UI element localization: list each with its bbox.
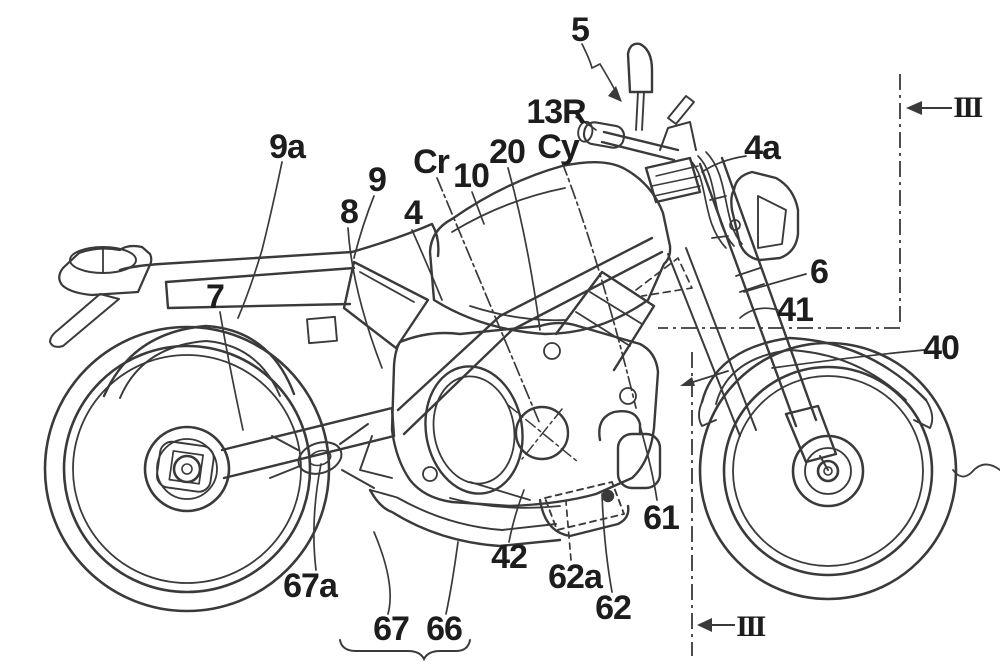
exhaust xyxy=(538,410,662,538)
label-7: 7 xyxy=(206,278,225,316)
label-III-bottom: III xyxy=(736,610,766,643)
label-8: 8 xyxy=(340,193,359,231)
main-frame xyxy=(396,236,693,436)
engine xyxy=(390,270,660,509)
front-fender xyxy=(698,336,934,429)
headlight xyxy=(709,170,800,262)
section-line-III xyxy=(658,74,952,656)
label-20: 20 xyxy=(489,133,526,171)
label-61: 61 xyxy=(643,499,680,537)
front-wheel xyxy=(698,341,958,601)
mirror xyxy=(626,42,654,131)
label-13R: 13R xyxy=(526,93,586,131)
label-67: 67 xyxy=(373,610,410,648)
label-6: 6 xyxy=(810,253,829,291)
label-9a: 9a xyxy=(269,128,306,166)
label-Cy: Cy xyxy=(537,128,579,166)
leader-lines xyxy=(219,43,925,662)
label-66: 66 xyxy=(426,610,463,648)
rear-fender xyxy=(102,324,296,399)
label-III-top: III xyxy=(953,91,983,124)
handlebar xyxy=(577,95,743,249)
swingarm xyxy=(220,406,396,480)
steering-head xyxy=(644,121,702,204)
label-4: 4 xyxy=(404,194,423,232)
label-5: 5 xyxy=(571,11,590,49)
label-41: 41 xyxy=(777,291,814,329)
label-62a: 62a xyxy=(548,558,603,596)
label-9: 9 xyxy=(368,161,387,199)
label-40: 40 xyxy=(923,329,960,367)
tail-section xyxy=(49,244,356,348)
fork-arrow xyxy=(680,370,729,386)
edge-leader xyxy=(952,463,1000,478)
label-4a: 4a xyxy=(744,129,781,167)
footpeg-bracket xyxy=(269,423,375,489)
front-fork xyxy=(667,156,838,471)
label-42: 42 xyxy=(491,538,528,576)
label-62: 62 xyxy=(595,589,632,627)
belly-pan xyxy=(368,488,562,548)
label-Cr: Cr xyxy=(413,143,450,181)
label-67a: 67a xyxy=(283,567,338,605)
seat xyxy=(306,222,440,350)
label-10: 10 xyxy=(453,157,490,195)
